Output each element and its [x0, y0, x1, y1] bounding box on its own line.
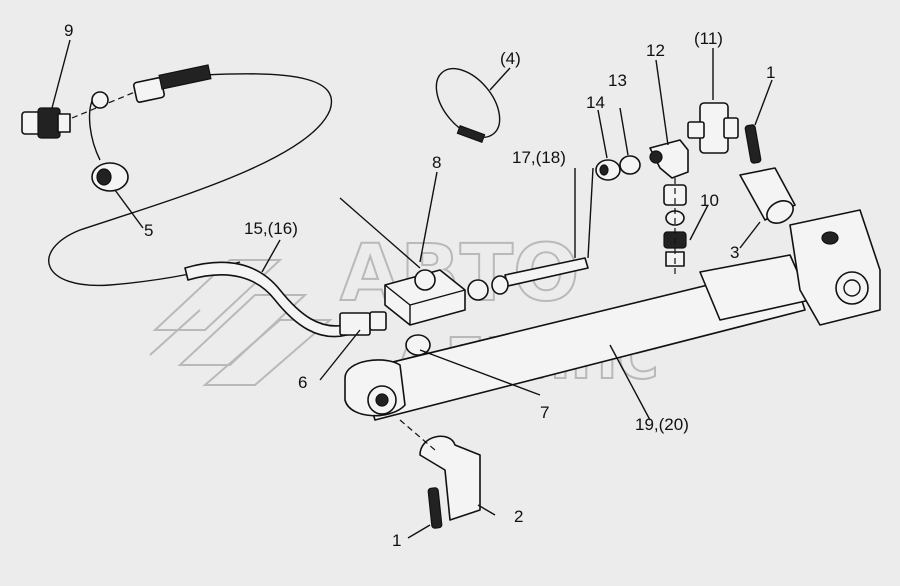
label-part-15: 15,(16)	[244, 219, 298, 238]
sleeve-part-13	[619, 155, 641, 175]
label-part-1-top: 1	[766, 63, 775, 82]
pin-part-3	[739, 167, 796, 224]
elbow-fitting-part-12	[649, 139, 689, 179]
clip-part-2	[399, 419, 481, 521]
cylinder-body-part-19	[344, 254, 811, 421]
label-part-17: 17,(18)	[512, 148, 566, 167]
label-part-8: 8	[432, 153, 441, 172]
label-part-11: (11)	[694, 29, 723, 48]
hose-clamp-part-4	[435, 67, 501, 143]
quick-coupler-part-9	[21, 91, 136, 139]
plug-part-7	[405, 334, 431, 356]
label-part-19: 19,(20)	[635, 415, 689, 434]
hose-end-fitting	[132, 64, 212, 103]
fitting-part-6	[339, 311, 387, 336]
hose-loop	[48, 73, 333, 287]
label-part-5: 5	[144, 221, 153, 240]
t-fitting-part-11	[687, 102, 739, 154]
label-part-9: 9	[64, 21, 73, 40]
part-labels: 9 (4) 5 8 15,(16) 6 7 17,(18) 14 13 12 (…	[64, 21, 775, 550]
spring-pin-part-1-bottom	[427, 487, 443, 529]
label-part-14: 14	[586, 93, 605, 112]
label-part-2: 2	[514, 507, 523, 526]
label-part-1-bottom: 1	[392, 531, 401, 550]
label-part-13: 13	[608, 71, 627, 90]
label-part-10: 10	[700, 191, 719, 210]
label-part-7: 7	[540, 403, 549, 422]
leader-lines	[51, 39, 773, 539]
spring-pin-part-1-top	[744, 124, 762, 164]
clevis-end	[789, 209, 881, 326]
label-part-4: (4)	[500, 49, 521, 68]
dust-cap-part-5	[88, 91, 129, 192]
adapter-part-10	[663, 178, 687, 275]
label-part-6: 6	[298, 373, 307, 392]
nut-part-14	[595, 159, 621, 181]
watermark-chevron-icon	[149, 259, 333, 386]
control-valve-part-8	[339, 197, 466, 326]
label-part-3: 3	[730, 243, 739, 262]
tube-part-17	[467, 257, 589, 301]
label-part-12: 12	[646, 41, 665, 60]
